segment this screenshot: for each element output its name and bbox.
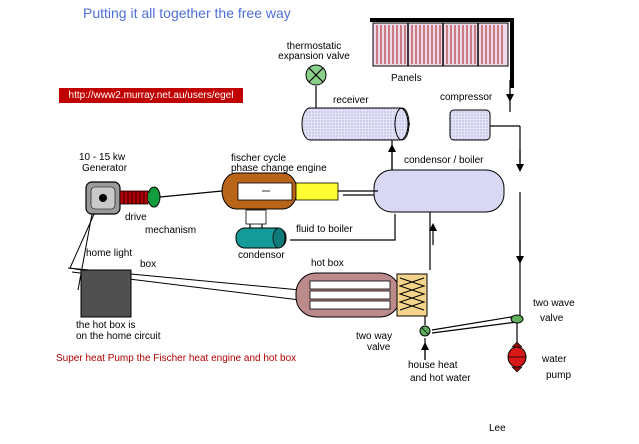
label-generator: Generator (82, 163, 128, 174)
home-light-box (80, 269, 132, 318)
two-way-valve-icon (419, 325, 431, 337)
label-home-light: home light (86, 248, 133, 259)
label-condensor: condensor (238, 250, 285, 261)
receiver-tank (301, 107, 410, 141)
label-two-way: two way (356, 331, 393, 342)
label-hot-water: and hot water (410, 373, 471, 384)
generator-unit (85, 181, 121, 215)
diagram-title: Putting it all together the free way (83, 5, 291, 21)
label-drive: drive (125, 212, 147, 223)
label-compressor: compressor (440, 92, 493, 103)
label-phase-change-engine: phase change engine (231, 163, 327, 174)
diagram-caption: Super heat Pump the Fischer heat engine … (56, 353, 297, 364)
drive-mechanism (119, 186, 223, 208)
label-water: water (542, 354, 567, 365)
label-panels: Panels (391, 73, 422, 84)
label-two-way-valve: valve (367, 342, 391, 353)
label-two-wave-valve: valve (540, 313, 564, 324)
two-wave-valve-icon (510, 314, 524, 324)
label-house-heat: house heat (408, 360, 458, 371)
label-thermostatic: thermostatic (286, 41, 342, 52)
condensor-unit (235, 227, 287, 249)
website-url-link[interactable]: http://www2.murray.net.au/users/egel (59, 88, 243, 103)
label-generator-kw: 10 - 15 kw (79, 152, 126, 163)
hot-box (295, 272, 401, 318)
label-fluid-to-boiler: fluid to boiler (296, 224, 353, 235)
heat-exchanger (396, 273, 428, 317)
label-fischer-cycle: fischer cycle (231, 153, 287, 164)
label-receiver: receiver (333, 95, 369, 106)
author-signature: Lee (489, 423, 506, 434)
label-two-wave: two wave (533, 298, 575, 309)
label-mechanism: mechanism (145, 225, 197, 236)
label-home-circuit: on the home circuit (76, 331, 161, 342)
expansion-valve-icon (305, 64, 327, 86)
compressor-unit (449, 109, 491, 141)
fischer-engine (221, 172, 378, 225)
label-hot-box: hot box (311, 258, 344, 269)
label-expansion-valve: expansion valve (278, 51, 350, 62)
label-condensor-boiler: condensor / boiler (404, 155, 484, 166)
condensor-boiler-tank (373, 169, 505, 213)
label-pump: pump (546, 370, 572, 381)
water-pump-icon (507, 341, 527, 373)
label-hot-box-is: the hot box is (76, 320, 136, 331)
solar-panels (370, 18, 514, 88)
label-box: box (140, 259, 157, 270)
